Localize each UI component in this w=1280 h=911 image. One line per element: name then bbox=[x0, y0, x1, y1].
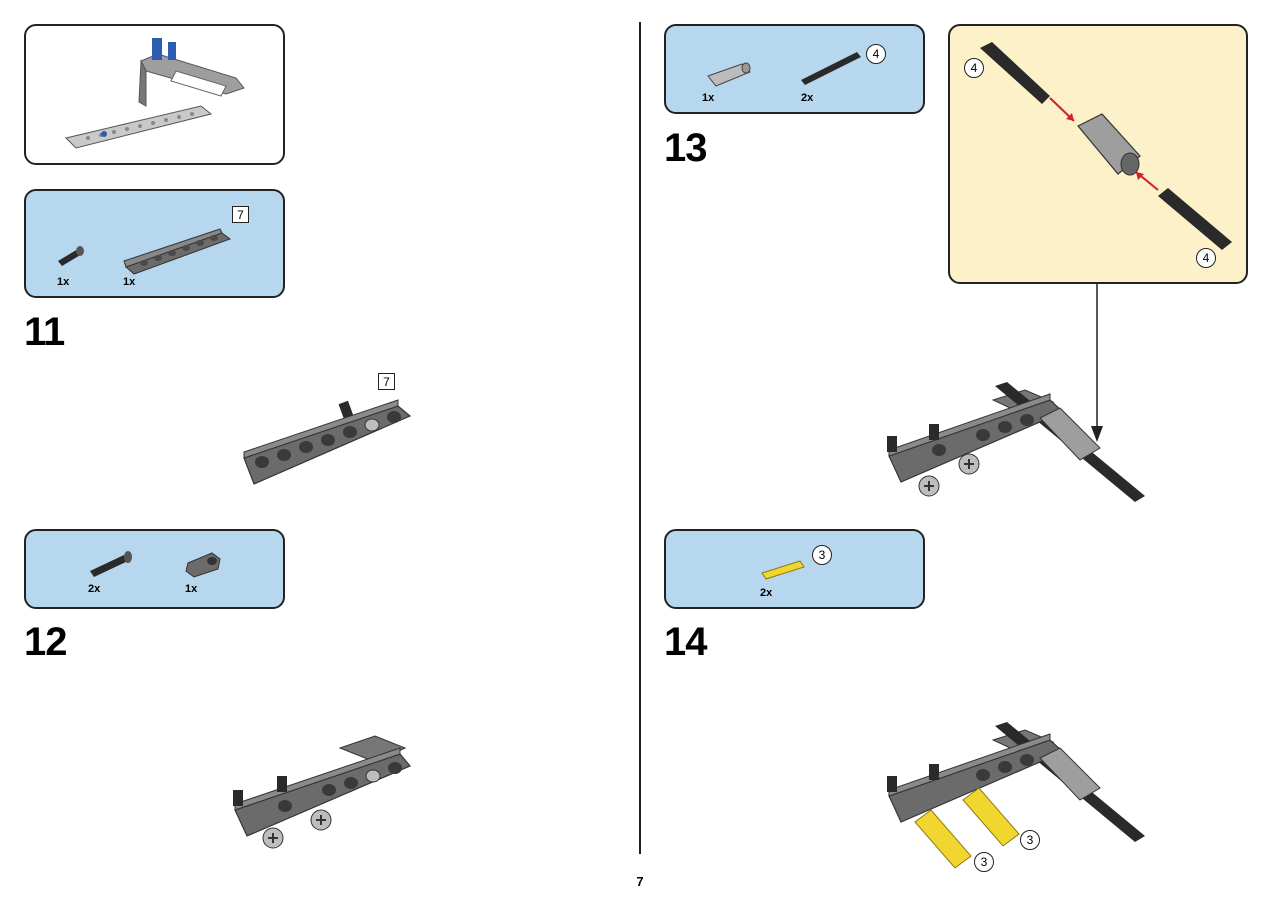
step-12-part-1-qty: 2x bbox=[88, 583, 101, 595]
step-13-result-image bbox=[887, 382, 1145, 502]
step-14-part-1-qty: 2x bbox=[760, 587, 773, 599]
step-13-number: 13 bbox=[664, 126, 707, 170]
yellow-axle-3-part-image bbox=[761, 560, 805, 580]
assembly-frame-image bbox=[65, 38, 245, 149]
step-14-number: 14 bbox=[664, 620, 707, 664]
previous-result-box bbox=[24, 24, 285, 165]
step-13-submodel-box: 4 4 bbox=[948, 24, 1248, 284]
axle-4-part-image bbox=[801, 52, 861, 85]
step-11-part-2-qty: 1x bbox=[123, 276, 136, 288]
step-11-parts-box: 1x 7 1x bbox=[24, 189, 285, 298]
beam-7-part-image bbox=[123, 228, 232, 275]
step-13-parts-box: 1x 4 2x bbox=[664, 24, 925, 114]
step-11-part-1-qty: 1x bbox=[57, 276, 70, 288]
step-14-result-image bbox=[887, 722, 1145, 869]
step-12-number: 12 bbox=[24, 620, 67, 664]
beam-2-part-image bbox=[185, 552, 221, 578]
step-11-beam-callout: 7 bbox=[378, 373, 395, 390]
step-12-parts-box: 2x 1x bbox=[24, 529, 285, 609]
step-14-upper-axle-callout: 3 bbox=[1020, 830, 1040, 850]
submodel-assembly-image bbox=[980, 42, 1232, 250]
axle-pin-part-image bbox=[90, 551, 132, 577]
step-13-part-1-qty: 1x bbox=[702, 92, 715, 104]
pin-part-image bbox=[58, 246, 84, 266]
submodel-bottom-axle-label: 4 bbox=[1196, 248, 1216, 268]
step-13-part-2-qty: 2x bbox=[801, 92, 814, 104]
step-14-parts-box: 3 2x bbox=[664, 529, 925, 609]
yellow-axle-size-label: 3 bbox=[812, 545, 832, 565]
attach-arrow bbox=[1091, 284, 1103, 442]
step-12-result-image bbox=[233, 735, 411, 849]
submodel-top-axle-label: 4 bbox=[964, 58, 984, 78]
axle-connector-part-image bbox=[707, 62, 751, 87]
axle-size-label: 4 bbox=[866, 44, 886, 64]
step-11-result-image bbox=[243, 399, 412, 485]
step-14-lower-axle-callout: 3 bbox=[974, 852, 994, 872]
beam-size-label: 7 bbox=[232, 206, 249, 223]
page-number: 7 bbox=[636, 874, 644, 889]
step-12-part-2-qty: 1x bbox=[185, 583, 198, 595]
step-11-number: 11 bbox=[24, 310, 65, 354]
page-divider bbox=[639, 22, 641, 854]
